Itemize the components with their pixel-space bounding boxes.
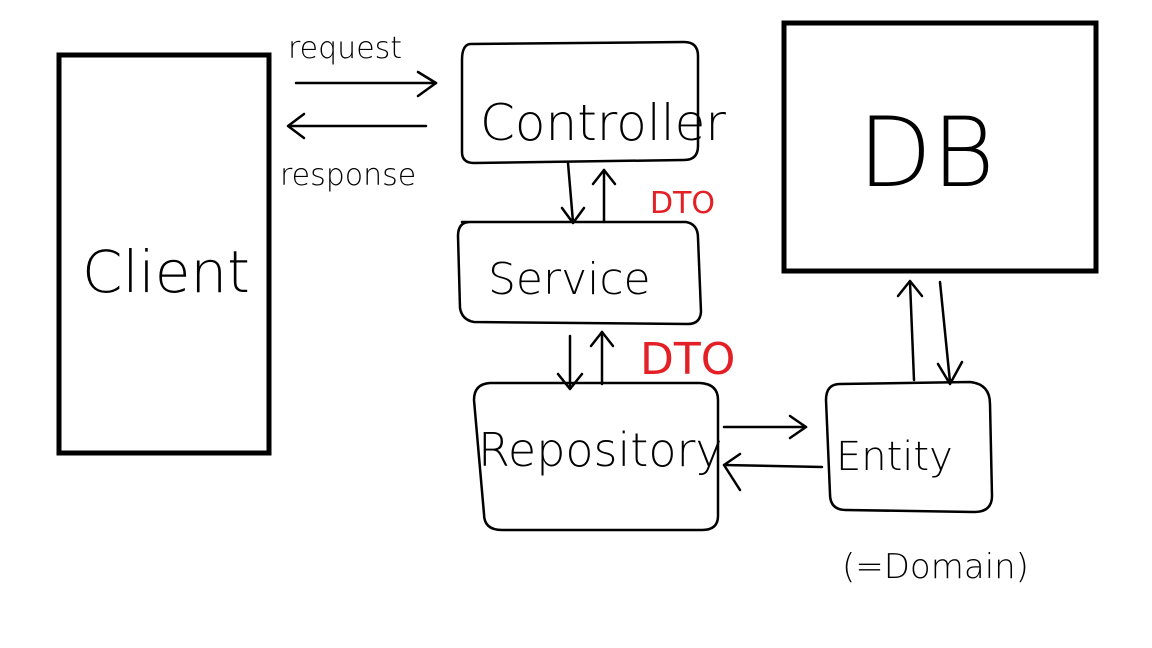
client-box (56, 52, 272, 456)
controller-service-edge: DTO (560, 161, 715, 225)
db-label: DB (858, 97, 995, 209)
entity-label: Entity (836, 434, 953, 480)
repository-node: Repository (472, 381, 723, 532)
up-arrow-cs-head (591, 168, 617, 186)
service-repository-edge: DTO (556, 330, 735, 391)
response-arrow-head (286, 112, 306, 140)
response-edge: response (280, 112, 428, 193)
entity-db-edge (896, 279, 964, 386)
entity-note: (=Domain) (842, 547, 1029, 587)
controller-node: Controller (460, 40, 726, 165)
controller-box (460, 40, 700, 165)
repository-label: Repository (478, 423, 723, 477)
response-label: response (280, 158, 416, 193)
service-box (456, 220, 703, 326)
left-arrow-re (722, 463, 824, 469)
client-node: Client (56, 52, 272, 456)
client-label: Client (82, 238, 250, 306)
entity-box (824, 380, 994, 514)
service-node: Service (456, 220, 703, 326)
service-label: Service (488, 254, 651, 305)
up-arrow-ed-head (896, 279, 924, 298)
dto-label-sr: DTO (640, 334, 735, 385)
db-node: DB (781, 20, 1099, 274)
down-arrow-sr-head (556, 372, 584, 391)
entity-node: Entity (=Domain) (824, 380, 1029, 587)
up-arrow-sr-head (589, 330, 615, 348)
down-arrow-ed (938, 280, 952, 384)
controller-label: Controller (480, 94, 726, 152)
request-label: request (288, 31, 402, 66)
down-arrow-ed-head (936, 360, 964, 386)
repository-entity-edge (722, 414, 824, 492)
down-arrow-cs (566, 161, 575, 224)
dto-label-cs: DTO (650, 186, 715, 221)
request-edge: request (288, 31, 438, 98)
up-arrow-ed (908, 280, 916, 382)
request-arrow-head (416, 70, 438, 98)
right-arrow-re-head (788, 414, 808, 440)
left-arrow-re-head (722, 452, 742, 492)
repository-box (472, 381, 720, 532)
db-box (781, 20, 1099, 274)
